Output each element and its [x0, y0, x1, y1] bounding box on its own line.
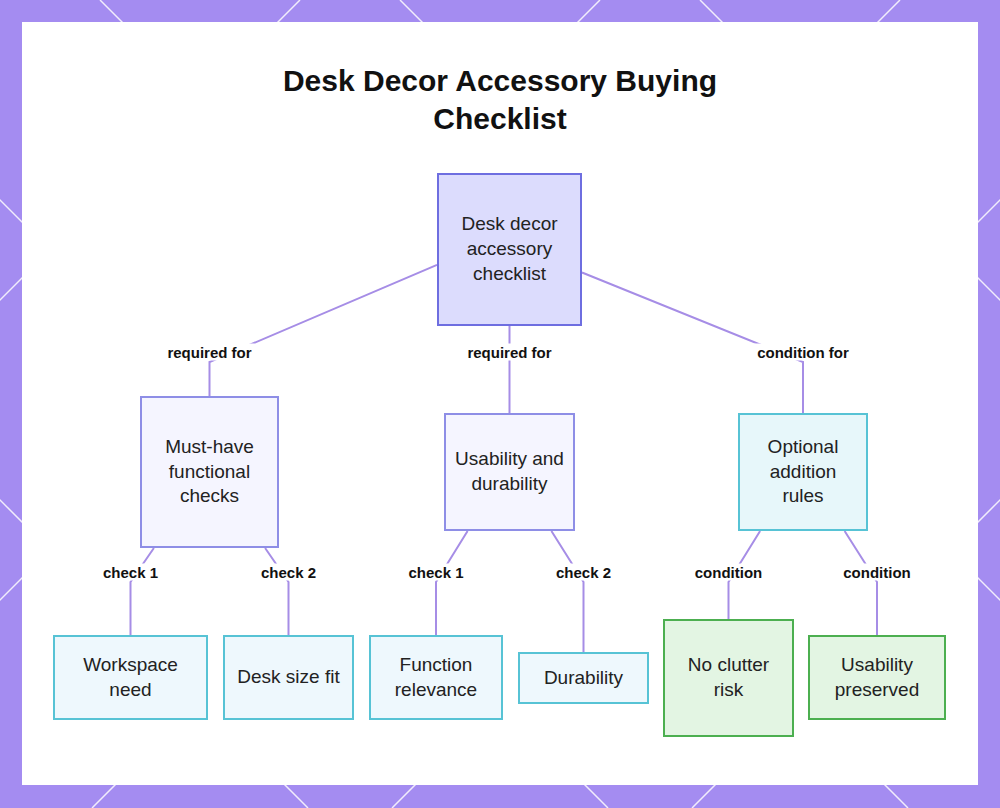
root-box: Desk decor accessory checklist [437, 173, 582, 326]
connector-line [551, 531, 583, 652]
edge-label: check 1 [100, 564, 161, 581]
node-text: Usability and durability [454, 447, 565, 496]
edge-label: condition for [754, 344, 852, 361]
node-text: Optional addition rules [748, 435, 858, 509]
connector-line [131, 548, 154, 635]
node-text: Desk size fit [237, 665, 339, 690]
edge-label: check 2 [553, 564, 614, 581]
check-box: Workspace need [53, 635, 208, 720]
node-text: Function relevance [379, 653, 493, 702]
category-box: Optional addition rules [738, 413, 868, 531]
category-box: Usability and durability [444, 413, 575, 531]
connector-line [509, 326, 511, 413]
category-box: Must-have functional checks [140, 396, 279, 548]
check-box: Desk size fit [223, 635, 354, 720]
check-box: Function relevance [369, 635, 503, 720]
edge-label: check 2 [258, 564, 319, 581]
node-text: Workspace need [63, 653, 198, 702]
node-text: Usability preserved [818, 653, 936, 702]
edge-label: check 1 [405, 564, 466, 581]
edge-label: condition [692, 564, 766, 581]
edge-label: required for [464, 344, 554, 361]
condition-box: Usability preserved [808, 635, 946, 720]
white-panel [22, 22, 978, 785]
connector-line [210, 265, 438, 396]
connector-line [436, 531, 468, 635]
node-text: Durability [544, 666, 623, 691]
connector-line [845, 531, 877, 635]
edge-label: condition [840, 564, 914, 581]
diagram-title: Desk Decor Accessory Buying Checklist [260, 62, 740, 138]
edge-label: required for [164, 344, 254, 361]
condition-box: No clutter risk [663, 619, 794, 737]
check-box: Durability [518, 652, 649, 704]
connector-line [265, 548, 288, 635]
node-text: Desk decor accessory checklist [447, 212, 572, 286]
node-text: No clutter risk [673, 653, 784, 702]
node-text: Must-have functional checks [150, 435, 269, 509]
